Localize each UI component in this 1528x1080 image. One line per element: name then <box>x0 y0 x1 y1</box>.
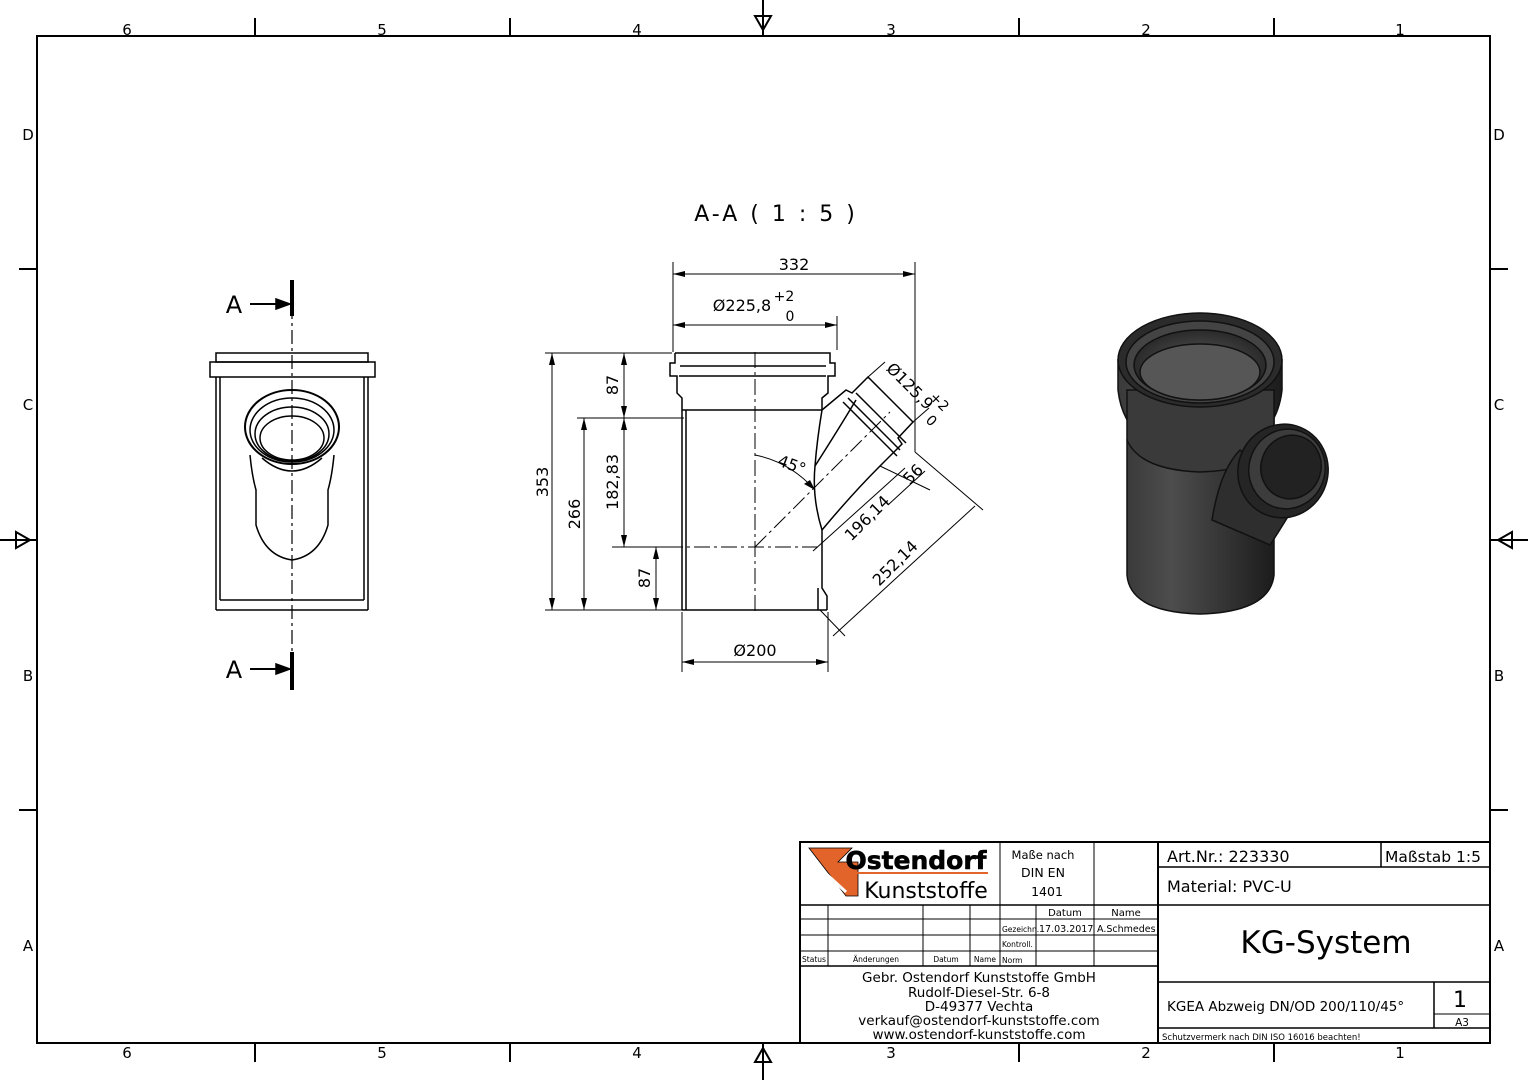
dim-socket-diameter: Ø225,8 <box>713 296 771 315</box>
drawing-scale: Maßstab 1:5 <box>1385 848 1481 866</box>
dim-branch-diameter: Ø125,9 <box>883 359 938 414</box>
section-marker-top: A <box>226 291 243 319</box>
col-label-bottom: 6 <box>122 1044 132 1062</box>
dimension-arrowheads <box>549 271 915 665</box>
section-dimension-lines <box>545 262 984 672</box>
product-system: KG-System <box>1240 925 1411 961</box>
col-label-bottom: 3 <box>886 1044 896 1062</box>
dim-total-height: 353 <box>533 467 552 498</box>
row-label-right: B <box>1494 667 1504 685</box>
isometric-render <box>1117 312 1329 615</box>
row-drawn-label: Gezeichn. <box>1002 925 1039 934</box>
logo-wordmark-bottom: Kunststoffe <box>864 879 988 904</box>
col-label-bottom: 5 <box>377 1044 387 1062</box>
drawn-date: 17.03.2017 <box>1039 924 1093 935</box>
col-label-top: 2 <box>1141 21 1151 39</box>
dim-branch-tolerance-lower: 0 <box>922 412 940 430</box>
title-block-texts: Maße nach DIN EN 1401 Datum Name Gezeich… <box>802 847 1481 1043</box>
section-view-geometry <box>640 352 915 612</box>
sheet-number: 1 <box>1453 988 1467 1013</box>
row-checked-label: Kontroll. <box>1002 940 1033 949</box>
dim-socket-depth: 87 <box>603 375 622 395</box>
standard-number: 1401 <box>1031 884 1063 899</box>
section-marker-bottom: A <box>226 656 243 684</box>
col-label-top: 1 <box>1395 21 1405 39</box>
company-city: D-49377 Vechta <box>925 999 1034 1015</box>
company-website: www.ostendorf-kunststoffe.com <box>872 1027 1085 1043</box>
dim-branch-angle: 45° <box>775 451 808 479</box>
dim-branch-56: 56 <box>899 460 927 488</box>
side-view <box>209 280 376 690</box>
dim-mid-height: 182,83 <box>603 454 622 510</box>
row-norm-label: Norm <box>1002 956 1022 965</box>
section-title: A-A ( 1 : 5 ) <box>694 202 858 227</box>
product-description: KGEA Abzweig DN/OD 200/110/45° <box>1167 999 1404 1015</box>
header-name: Name <box>1111 908 1141 919</box>
company-logo: Ostendorf Kunststoffe <box>808 846 988 904</box>
row-label-right: D <box>1493 126 1505 144</box>
footer-name: Name <box>974 955 997 964</box>
company-email: verkauf@ostendorf-kunststoffe.com <box>858 1013 1099 1029</box>
company-name: Gebr. Ostendorf Kunststoffe GmbH <box>862 970 1096 986</box>
footer-status: Status <box>802 955 826 964</box>
paper-format: A3 <box>1455 1017 1469 1029</box>
row-label-left: D <box>22 126 34 144</box>
dim-socket-tolerance-lower: 0 <box>786 309 795 325</box>
dim-branch-25214: 252,14 <box>869 537 922 590</box>
dim-height-266: 266 <box>565 499 584 530</box>
col-label-top: 4 <box>632 21 642 39</box>
dim-bottom-height: 87 <box>635 568 654 588</box>
standard-label: Maße nach <box>1012 848 1075 862</box>
col-label-bottom: 1 <box>1395 1044 1405 1062</box>
row-label-right: C <box>1494 396 1504 414</box>
dim-bottom-diameter: Ø200 <box>733 641 776 660</box>
drawn-by: A.Schmedes <box>1097 924 1156 935</box>
title-block-lines <box>799 841 1491 1044</box>
col-label-top: 5 <box>377 21 387 39</box>
footer-changes: Änderungen <box>853 955 899 964</box>
protection-notice: Schutzvermerk nach DIN ISO 16016 beachte… <box>1162 1033 1361 1043</box>
zone-labels: 6 5 4 3 2 1 6 5 4 3 2 1 D C B A D C B A <box>22 21 1505 1062</box>
row-label-left: A <box>23 937 34 955</box>
company-street: Rudolf-Diesel-Str. 6-8 <box>908 985 1050 1001</box>
row-label-right: A <box>1494 937 1505 955</box>
dim-socket-tolerance-upper: +2 <box>774 289 795 305</box>
material: Material: PVC-U <box>1167 877 1292 896</box>
header-datum: Datum <box>1048 908 1082 919</box>
dim-total-width: 332 <box>779 255 810 274</box>
col-label-bottom: 4 <box>632 1044 642 1062</box>
col-label-top: 6 <box>122 21 132 39</box>
logo-wordmark-top: Ostendorf <box>845 846 987 875</box>
row-label-left: C <box>23 396 33 414</box>
row-label-left: B <box>23 667 33 685</box>
col-label-bottom: 2 <box>1141 1044 1151 1062</box>
logo-mark <box>808 847 859 897</box>
col-label-top: 3 <box>886 21 896 39</box>
article-number: Art.Nr.: 223330 <box>1167 847 1290 866</box>
footer-date: Datum <box>933 955 958 964</box>
standard-name: DIN EN <box>1021 865 1065 880</box>
